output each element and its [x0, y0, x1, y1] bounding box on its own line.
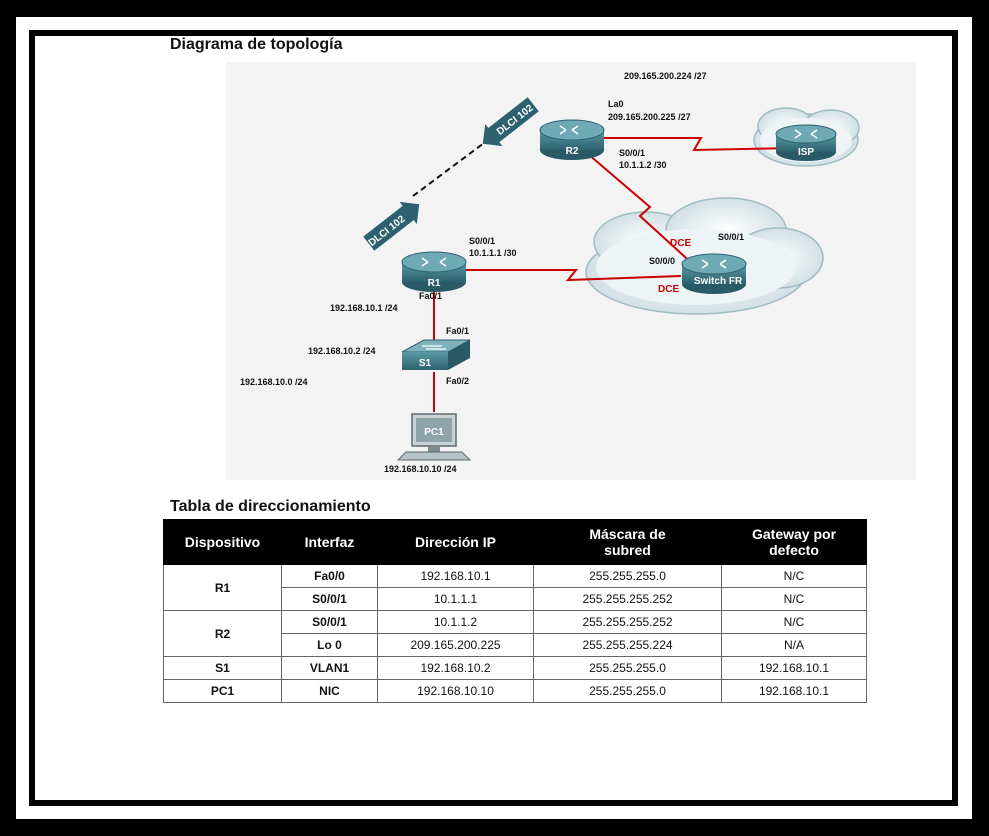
cell-interface: VLAN1 — [281, 656, 378, 680]
header-mask-line2: subred — [604, 542, 651, 558]
pc1-ip: 192.168.10.10 /24 — [384, 464, 457, 474]
r2-lo-ip: 209.165.200.225 /27 — [608, 112, 691, 122]
cell-interface: NIC — [281, 679, 378, 703]
cell-device: R1 — [163, 564, 282, 611]
link-r1-fr — [458, 269, 682, 282]
cell-interface: S0/0/1 — [281, 587, 378, 611]
cell-mask: 255.255.255.252 — [533, 610, 722, 634]
table-title: Tabla de direccionamiento — [170, 498, 371, 515]
dlci-arrow-top: DLCI 102 — [482, 97, 539, 147]
table-row: R2 S0/0/1 10.1.1.2 255.255.255.252 N/C — [163, 610, 867, 657]
pc1-label: PC1 — [424, 427, 444, 438]
cell-interface: S0/0/1 — [281, 610, 378, 634]
cell-device: PC1 — [163, 679, 282, 703]
cell-gateway: N/C — [721, 587, 867, 611]
r1-fa01-label: Fa0/1 — [419, 291, 442, 301]
switch-arrows-icon — [422, 345, 446, 350]
header-gateway-line1: Gateway por — [751, 526, 837, 542]
r1-s001-ip: 10.1.1.1 /30 — [469, 248, 517, 258]
pvc-dashed-line — [412, 139, 489, 197]
header-interface: Interfaz — [281, 519, 378, 565]
cell-interface: Lo 0 — [281, 633, 378, 657]
topology-svg: DLCI 102 DLCI 102 R2 ISP R1 — [240, 71, 860, 474]
cell-ip: 192.168.10.1 — [377, 564, 534, 588]
fr-s000-label: S0/0/0 — [649, 256, 675, 266]
cell-device: R2 — [163, 610, 282, 657]
router-arrows-icon — [421, 257, 447, 267]
s1-fa01-label: Fa0/1 — [446, 326, 469, 336]
cell-mask: 255.255.255.0 — [533, 679, 722, 703]
topology-title: Diagrama de topología — [170, 36, 343, 53]
dce-label-top: DCE — [670, 238, 691, 249]
table-row: S0/0/1 10.1.1.1 255.255.255.252 N/C — [164, 587, 867, 611]
cell-mask: 255.255.255.0 — [533, 656, 722, 680]
r2-s001-label: S0/0/1 — [619, 148, 645, 158]
router-arrows-icon — [701, 259, 727, 269]
table-row: R1 Fa0/0 192.168.10.1 255.255.255.0 N/C — [163, 564, 867, 611]
cell-ip: 10.1.1.2 — [377, 610, 534, 634]
s1-fa02-label: Fa0/2 — [446, 376, 469, 386]
dlci-arrow-bottom: DLCI 102 — [363, 201, 420, 251]
table-row: S1 VLAN1 192.168.10.2 255.255.255.0 192.… — [163, 656, 867, 680]
cell-device: S1 — [163, 656, 282, 680]
router-arrows-icon — [794, 129, 818, 139]
cell-mask: 255.255.255.224 — [533, 633, 722, 657]
table-row: PC1 NIC 192.168.10.10 255.255.255.0 192.… — [163, 679, 867, 703]
isp-network-label: 209.165.200.224 /27 — [624, 71, 707, 81]
header-device: Dispositivo — [163, 519, 282, 565]
cell-gateway: 192.168.10.1 — [721, 679, 867, 703]
router-isp[interactable]: ISP — [775, 124, 837, 161]
cell-gateway: 192.168.10.1 — [721, 656, 867, 680]
s1-label: S1 — [419, 358, 432, 369]
isp-label: ISP — [798, 147, 814, 158]
cell-ip: 192.168.10.10 — [377, 679, 534, 703]
cell-interface: Fa0/0 — [281, 564, 378, 588]
cell-gateway: N/C — [721, 610, 867, 634]
cell-mask: 255.255.255.252 — [533, 587, 722, 611]
fr-s001-label: S0/0/1 — [718, 232, 744, 242]
link-r2-fr — [587, 153, 697, 268]
r1-fa01-ip: 192.168.10.1 /24 — [330, 303, 398, 313]
cell-gateway: N/C — [721, 564, 867, 588]
r2-lo-name: La0 — [608, 99, 624, 109]
switch-fr[interactable]: Switch FR — [681, 253, 747, 294]
topology-diagram: DLCI 102 DLCI 102 R2 ISP R1 — [226, 62, 916, 480]
cell-ip: 209.165.200.225 — [377, 633, 534, 657]
s1-ip: 192.168.10.2 /24 — [308, 346, 376, 356]
r1-label: R1 — [428, 278, 441, 289]
router-r1[interactable]: R1 — [401, 251, 467, 292]
cell-ip: 10.1.1.1 — [377, 587, 534, 611]
addressing-table: Dispositivo Interfaz Dirección IP Máscar… — [163, 519, 867, 703]
lan-network-label: 192.168.10.0 /24 — [240, 377, 308, 387]
cell-ip: 192.168.10.2 — [377, 656, 534, 680]
dce-label-bottom: DCE — [658, 284, 679, 295]
cell-mask: 255.255.255.0 — [533, 564, 722, 588]
cell-gateway: N/A — [721, 633, 867, 657]
header-gateway-line2: defecto — [769, 542, 819, 558]
router-r2[interactable]: R2 — [539, 119, 605, 160]
header-ip: Dirección IP — [377, 519, 534, 565]
header-mask-line1: Máscara de — [589, 526, 666, 542]
r2-label: R2 — [566, 146, 579, 157]
router-arrows-icon — [559, 125, 579, 135]
pc-pc1[interactable]: PC1 — [396, 413, 472, 461]
r2-s001-ip: 10.1.1.2 /30 — [619, 160, 667, 170]
switch-s1[interactable]: S1 — [401, 339, 471, 370]
table-header-row: Dispositivo Interfaz Dirección IP Máscar… — [163, 519, 867, 565]
r1-s001-label: S0/0/1 — [469, 236, 495, 246]
links — [412, 137, 797, 412]
switch-fr-label: Switch FR — [694, 276, 743, 287]
link-r2-isp — [601, 137, 797, 152]
